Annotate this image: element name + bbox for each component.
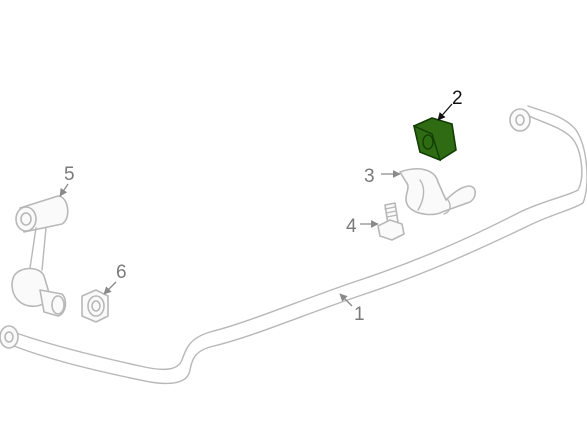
leader-5 bbox=[59, 183, 69, 197]
bushing-bracket[interactable] bbox=[399, 168, 477, 216]
leader-1 bbox=[339, 293, 353, 307]
callout-1: 1 bbox=[354, 304, 365, 325]
stabilizer-bar[interactable] bbox=[0, 105, 587, 385]
leader-6 bbox=[103, 281, 117, 295]
stabilizer-link[interactable] bbox=[11, 195, 69, 317]
callout-3: 3 bbox=[364, 166, 375, 187]
bolt[interactable] bbox=[377, 202, 405, 241]
leader-2 bbox=[437, 103, 453, 121]
nut[interactable] bbox=[81, 289, 109, 323]
bushing-highlighted[interactable] bbox=[413, 117, 457, 162]
callout-2: 2 bbox=[452, 88, 463, 109]
callout-5: 5 bbox=[64, 164, 75, 185]
callout-4: 4 bbox=[346, 216, 357, 237]
callout-6: 6 bbox=[116, 262, 127, 283]
